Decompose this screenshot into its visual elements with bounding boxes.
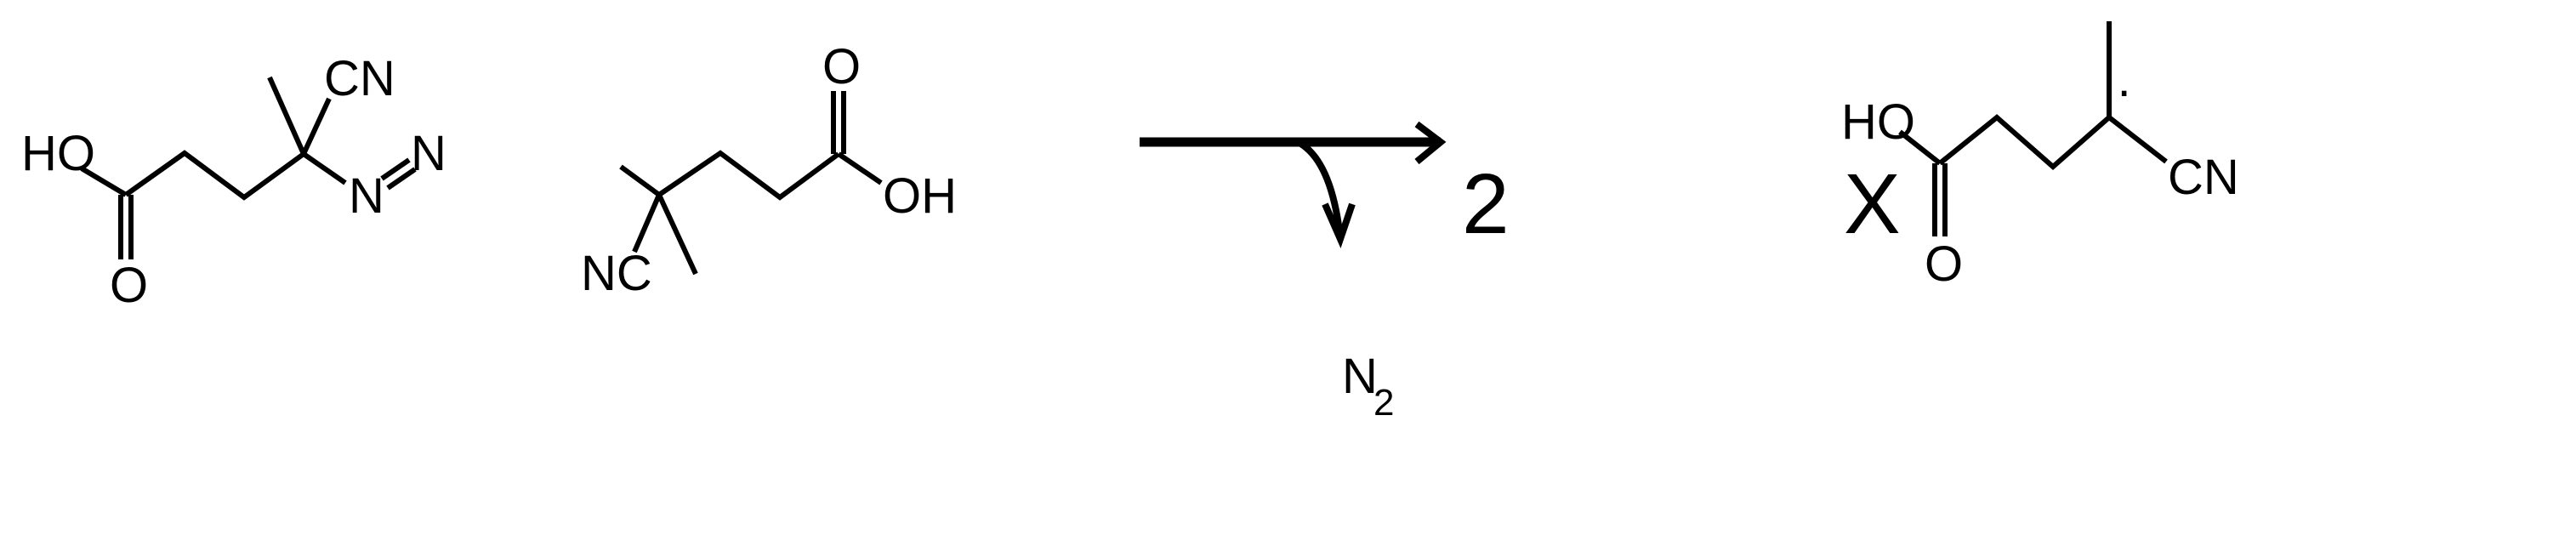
azo-double-bond-b	[386, 167, 417, 191]
product-carbonyl-oxygen-label: O	[1925, 236, 1963, 292]
nitrogen-gas-byproduct: N 2	[1342, 349, 1394, 424]
n2-element-label: N	[1342, 349, 1378, 404]
left-alkyl-chain	[124, 150, 305, 201]
reaction-arrow	[1140, 121, 1447, 165]
curved-arrow-shaft	[1297, 139, 1344, 239]
product-cn-bond	[2107, 115, 2168, 164]
left-cn-bond	[301, 97, 332, 156]
azo-double-bond-a	[380, 157, 411, 181]
bond-c-oh-left	[80, 166, 128, 197]
left-c-n-bond	[302, 151, 347, 185]
product-radical-molecule: HO O · CN	[1841, 21, 2239, 292]
product-hydroxyl-label: HO	[1841, 94, 1915, 150]
reactant-molecule: HO O CN N N NC O OH	[21, 39, 957, 313]
right-alkyl-chain	[657, 150, 840, 201]
multiplication-sign: X	[1844, 157, 1901, 252]
n2-subscript-label: 2	[1373, 382, 1394, 424]
azo-nitrogen-1-label: N	[349, 168, 384, 224]
right-methyl-bond	[657, 193, 698, 276]
product-coefficient: 2	[1462, 157, 1510, 252]
left-methyl-bond	[267, 76, 306, 156]
right-nitrile-label: NC	[581, 246, 652, 301]
radical-dot: ·	[2116, 63, 2132, 118]
product-bond-c-oh	[1898, 129, 1942, 166]
left-carbonyl-oxygen-label: O	[110, 258, 148, 313]
product-alkyl-chain	[1938, 114, 2111, 170]
left-nitrile-label: CN	[324, 51, 395, 106]
right-carbonyl-oxygen-label: O	[822, 39, 861, 94]
reaction-arrow-head-icon	[1414, 121, 1447, 165]
right-nc-bond	[632, 193, 662, 253]
azo-nitrogen-2-label: N	[411, 126, 446, 181]
byproduct-curved-arrow	[1297, 139, 1356, 249]
right-n-c-bond	[619, 164, 661, 197]
bond-c-oh-right	[837, 151, 883, 185]
curved-arrow-head-icon	[1322, 202, 1356, 249]
product-nitrile-label: CN	[2168, 150, 2239, 205]
right-hydroxyl-label: OH	[883, 168, 957, 224]
